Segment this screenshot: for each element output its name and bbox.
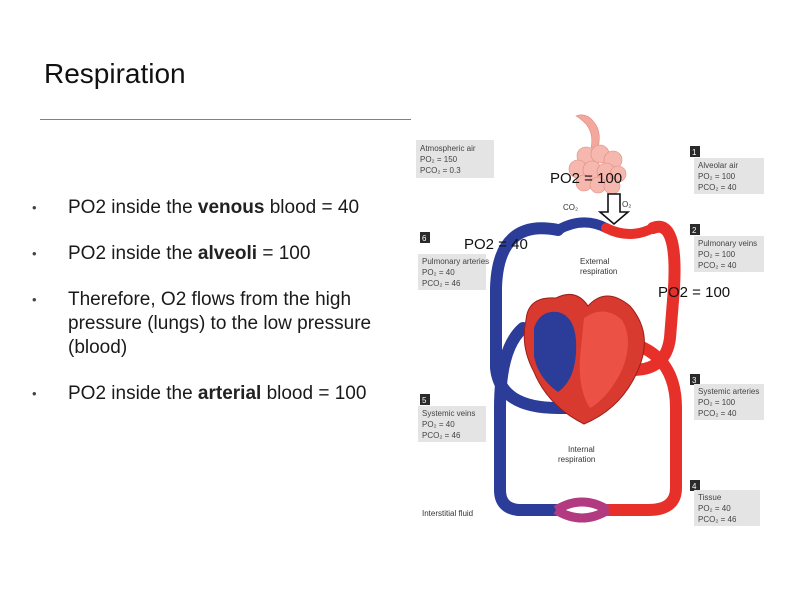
- alveolar-air-pco2: PCO₂ = 40: [698, 183, 737, 192]
- bullet-icon: •: [32, 292, 37, 307]
- pulmonary-capillary-venous: [553, 217, 611, 235]
- systemic-veins-box: 5 Systemic veins PO₂ = 40 PCO₂ = 46: [418, 394, 486, 442]
- trachea: [575, 114, 600, 149]
- arterial-circuit: [627, 220, 681, 376]
- o2-label: O₂: [622, 200, 631, 209]
- title-divider: [40, 119, 411, 120]
- pulmonary-arteries-label: Pulmonary arteries: [422, 257, 489, 266]
- atmospheric-air-box: Atmospheric air PO₂ = 150 PCO₂ = 0.3: [416, 140, 494, 178]
- step-6-number: 6: [422, 234, 427, 243]
- tissue-box: 4 Tissue PO₂ = 40 PCO₂ = 46: [690, 480, 760, 526]
- systemic-arteries-box: 3 Systemic arteries PO₂ = 100 PCO₂ = 40: [690, 374, 764, 420]
- systemic-vein-trunk: [494, 322, 562, 516]
- alveolar-air-label: Alveolar air: [698, 161, 738, 170]
- bullet-icon: •: [32, 200, 37, 215]
- interstitial-fluid-label: Interstitial fluid: [422, 509, 473, 518]
- systemic-veins-po2: PO₂ = 40: [422, 420, 455, 429]
- bullet-text-post: blood = 40: [264, 197, 360, 218]
- alveoli-cluster: [568, 144, 627, 195]
- atmospheric-label: Atmospheric air: [420, 144, 476, 153]
- bullet-icon: •: [32, 386, 37, 401]
- step-4-number: 4: [692, 482, 697, 491]
- bullet-alveoli-po2: • PO2 inside the alveoli = 100: [30, 242, 380, 266]
- heart: [523, 293, 645, 425]
- o2-arrow-icon: [597, 193, 631, 226]
- bullet-text-post: = 100: [257, 243, 311, 264]
- internal-respiration-label-2: respiration: [558, 455, 595, 464]
- bullet-o2-flow: • Therefore, O2 flows from the high pres…: [30, 288, 380, 360]
- pulmonary-veins-po2: PO₂ = 100: [698, 250, 736, 259]
- atmospheric-po2: PO₂ = 150: [420, 155, 458, 164]
- step-1-number: 1: [692, 148, 697, 157]
- bullet-text-post: blood = 100: [261, 383, 367, 404]
- external-respiration-label: External: [580, 257, 610, 266]
- external-respiration-label-2: respiration: [580, 267, 617, 276]
- bullet-text-bold: arterial: [197, 383, 262, 404]
- bullet-text-pre: PO2 inside the: [68, 243, 198, 264]
- systemic-veins-label: Systemic veins: [422, 409, 475, 418]
- pulmonary-veins-label: Pulmonary veins: [698, 239, 757, 248]
- step-3-number: 3: [692, 376, 697, 385]
- alveolar-air-po2: PO₂ = 100: [698, 172, 736, 181]
- alveolar-air-box: 1 Alveolar air PO₂ = 100 PCO₂ = 40: [690, 146, 764, 194]
- bullet-icon: •: [32, 246, 37, 261]
- systemic-veins-pco2: PCO₂ = 46: [422, 431, 461, 440]
- tissue-po2: PO₂ = 40: [698, 504, 731, 513]
- slide-title: Respiration: [44, 58, 186, 89]
- tissue-pco2: PCO₂ = 46: [698, 515, 737, 524]
- bullet-arterial-po2: • PO2 inside the arterial blood = 100: [30, 382, 380, 406]
- systemic-capillary: [553, 497, 611, 523]
- step-5-number: 5: [422, 396, 427, 405]
- po2-alveoli-overlay: PO2 = 100: [550, 170, 622, 187]
- atmospheric-pco2: PCO₂ = 0.3: [420, 166, 461, 175]
- pulmonary-arteries-box: 6 Pulmonary arteries PO₂ = 40 PCO₂ = 46: [418, 232, 489, 290]
- po2-venous-overlay: PO2 = 40: [464, 236, 528, 253]
- pulmonary-capillary-arterial: [601, 223, 658, 239]
- systemic-arteries-pco2: PCO₂ = 40: [698, 409, 737, 418]
- systemic-arteries-label: Systemic arteries: [698, 387, 759, 396]
- venous-circuit: [490, 222, 574, 414]
- tissue-label: Tissue: [698, 493, 722, 502]
- systemic-artery-trunk: [602, 338, 682, 516]
- systemic-arteries-po2: PO₂ = 100: [698, 398, 736, 407]
- po2-arterial-overlay: PO2 = 100: [658, 284, 730, 301]
- bullet-text-bold: venous: [197, 197, 265, 218]
- pulmonary-arteries-pco2: PCO₂ = 46: [422, 279, 461, 288]
- bullet-text-bold: alveoli: [197, 243, 258, 264]
- step-2-number: 2: [692, 226, 697, 235]
- circulation-diagram: CO₂ O₂ Atmospheric air PO₂ = 150 PCO₂ = …: [416, 114, 764, 526]
- pulmonary-arteries-po2: PO₂ = 40: [422, 268, 455, 277]
- bullet-text-pre: PO2 inside the: [68, 383, 198, 404]
- bullet-text-pre: PO2 inside the: [68, 197, 198, 218]
- pulmonary-veins-box: 2 Pulmonary veins PO₂ = 100 PCO₂ = 40: [690, 224, 764, 272]
- bullet-text: Therefore, O2 flows from the high pressu…: [68, 289, 372, 358]
- co2-label: CO₂: [563, 203, 578, 212]
- internal-respiration-label: Internal: [568, 445, 595, 454]
- bullet-venous-po2: • PO2 inside the venous blood = 40: [30, 196, 380, 220]
- bullet-list: • PO2 inside the venous blood = 40 • PO2…: [30, 196, 380, 428]
- pulmonary-veins-pco2: PCO₂ = 40: [698, 261, 737, 270]
